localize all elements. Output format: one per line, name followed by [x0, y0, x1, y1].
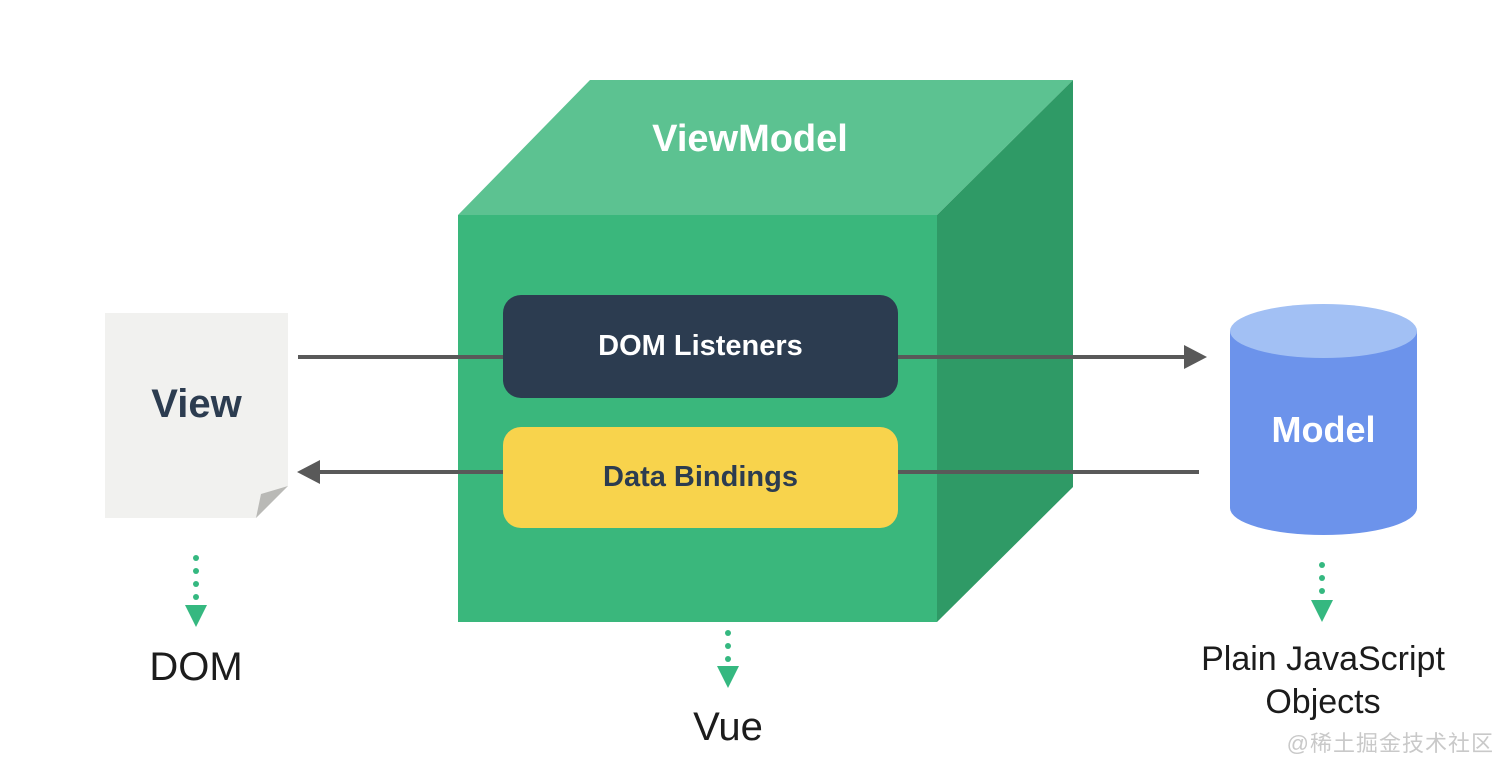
cube-top-face: [458, 80, 1073, 215]
objects-line: Objects: [1265, 683, 1381, 721]
model-cylinder-top: [1230, 304, 1417, 358]
view-page: [105, 313, 288, 518]
dom-listeners-box: DOM Listeners: [503, 295, 898, 398]
data-bindings-label: Data Bindings: [603, 461, 798, 493]
cube-front-face: [458, 215, 937, 622]
view-label: View: [151, 382, 242, 426]
plain-javascript-line: Plain JavaScript: [1201, 640, 1445, 678]
dotted-arrow-model-to-objects-icon: [1311, 562, 1333, 622]
arrowhead-left-icon: [297, 460, 320, 484]
viewmodel-label: ViewModel: [652, 117, 848, 160]
data-bindings-box: Data Bindings: [503, 427, 898, 528]
model-cylinder-body: [1230, 331, 1417, 508]
watermark: @稀土掘金技术社区: [1286, 731, 1494, 756]
vue-caption: Vue: [693, 705, 763, 749]
dotted-arrow-viewmodel-to-vue-icon: [717, 630, 739, 688]
plain-javascript-objects-caption: Plain JavaScript Objects: [1173, 638, 1473, 724]
model-label: Model: [1271, 409, 1376, 450]
dotted-arrow-view-to-dom-icon: [185, 555, 207, 627]
cube-side-face: [937, 80, 1073, 622]
page-fold-corner-icon: [256, 486, 288, 518]
arrowhead-right-icon: [1184, 345, 1207, 369]
dom-listeners-label: DOM Listeners: [598, 330, 803, 362]
dom-caption: DOM: [149, 645, 243, 689]
